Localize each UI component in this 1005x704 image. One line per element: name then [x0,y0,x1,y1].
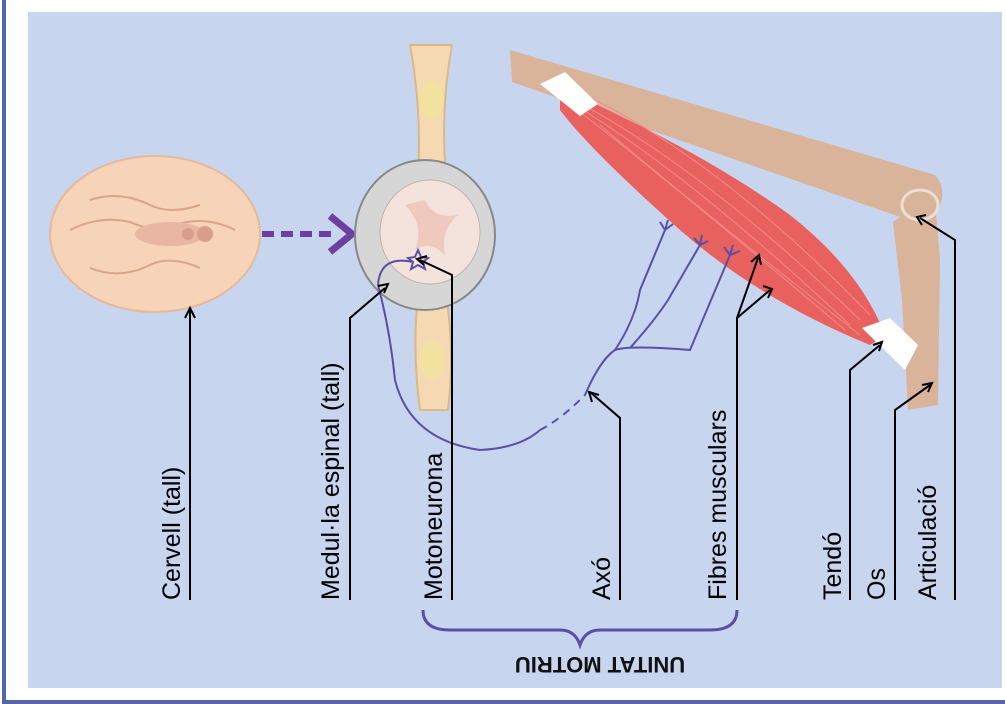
label-tendo: Tendó [819,532,847,600]
brain-section [50,156,260,312]
label-os: Os [863,568,891,600]
label-fibres: Fibres musculars [704,410,732,600]
label-axo: Axó [588,557,616,600]
label-articulacio: Articulació [914,485,942,600]
label-cervell: Cervell (tall) [158,467,186,600]
label-motoneurona: Motoneurona [420,453,448,600]
motor-unit-title: UNITAT MOTRIU [515,652,685,677]
label-medulla: Medul·la espinal (tall) [317,362,345,600]
